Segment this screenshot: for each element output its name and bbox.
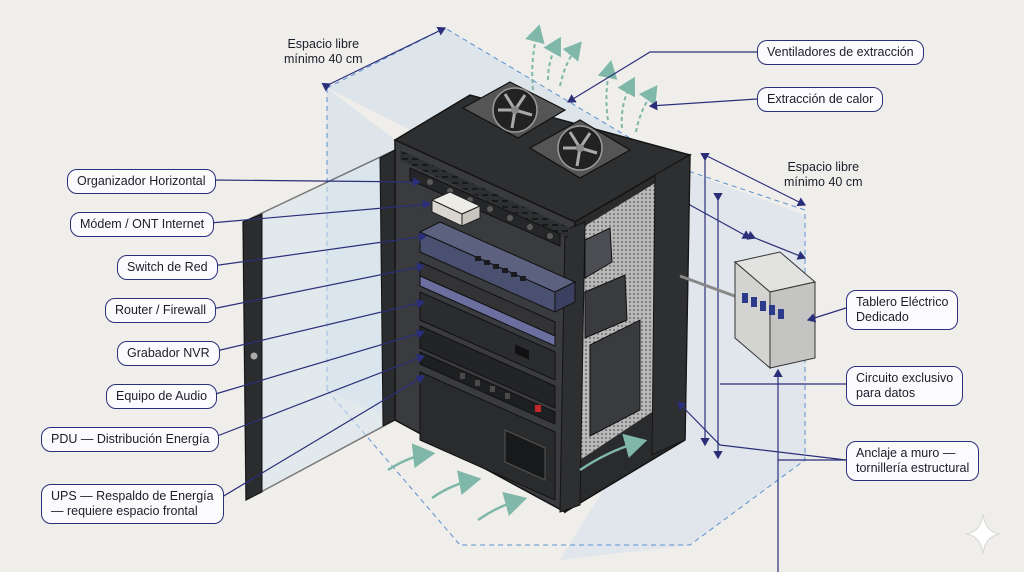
door-handle-icon: [250, 352, 258, 360]
label-anclaje-muro: Anclaje a muro — tornillería estructural: [846, 441, 980, 481]
label-router-firewall: Router / Firewall: [105, 298, 216, 323]
label-modem-ont: Módem / ONT Internet: [70, 212, 215, 237]
sparkle-icon: [965, 513, 1001, 555]
airflow-exhaust-arrows: [525, 24, 658, 133]
label-circuito-exclusivo: Circuito exclusivo para datos: [846, 366, 964, 406]
electrical-panel: [679, 251, 817, 370]
label-pdu: PDU — Distribución Energía: [41, 427, 220, 452]
clearance-text-side: Espacio libre mínimo 40 cm: [784, 160, 863, 189]
exhaust-fan-right-icon: [528, 119, 632, 179]
network-switch: [418, 221, 577, 313]
ups-unit: [419, 319, 641, 501]
leader-lines-right: [566, 51, 847, 572]
label-ups: UPS — Respaldo de Energía — requiere esp…: [41, 484, 224, 524]
label-tablero-electrico: Tablero Eléctrico Dedicado: [846, 290, 959, 330]
label-extraccion-calor: Extracción de calor: [757, 87, 884, 112]
clearance-arrow-side: [681, 152, 807, 460]
rack-door: [242, 148, 396, 502]
clearance-arrow-top: [321, 26, 447, 92]
leader-lines-left: [209, 177, 432, 504]
rear-equipment: [584, 227, 628, 339]
airflow-intake-arrows: [387, 433, 648, 522]
clearance-text-top: Espacio libre mínimo 40 cm: [284, 37, 363, 66]
label-organizador-horizontal: Organizador Horizontal: [67, 169, 216, 194]
exhaust-fan-left-icon: [461, 81, 567, 139]
label-switch-de-red: Switch de Red: [117, 255, 218, 280]
label-ventiladores-extraccion: Ventiladores de extracción: [757, 40, 924, 65]
label-equipo-de-audio: Equipo de Audio: [106, 384, 218, 409]
label-grabador-nvr: Grabador NVR: [117, 341, 220, 366]
nvr-recorder: [419, 291, 556, 381]
horizontal-organizer: [409, 167, 561, 247]
modem-ont: [430, 191, 482, 227]
audio-equipment: [419, 325, 556, 409]
router-firewall: [419, 261, 556, 347]
